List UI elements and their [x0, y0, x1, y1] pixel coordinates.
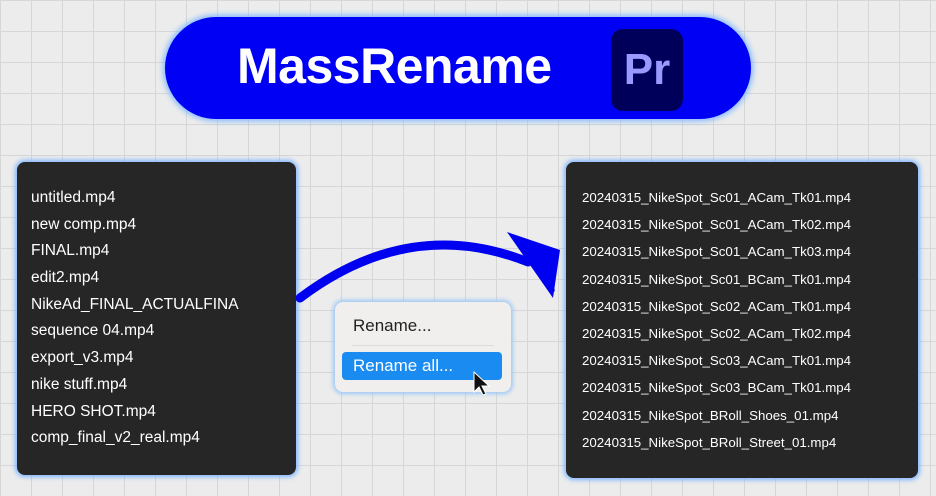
menu-item-rename[interactable]: Rename...: [353, 316, 432, 335]
list-item: 20240315_NikeSpot_Sc02_ACam_Tk01.mp4: [582, 298, 852, 314]
list-item: 20240315_NikeSpot_Sc01_ACam_Tk03.mp4: [582, 244, 852, 260]
list-item: HERO SHOT.mp4: [31, 402, 156, 420]
list-item: 20240315_NikeSpot_Sc01_ACam_Tk01.mp4: [582, 190, 852, 205]
list-item: 20240315_NikeSpot_Sc03_ACam_Tk01.mp4: [582, 353, 852, 369]
list-item: 20240315_NikeSpot_BRoll_Shoes_01.mp4: [582, 407, 839, 423]
list-item: comp_final_v2_real.mp4: [31, 429, 200, 447]
context-menu: Rename... Rename all...: [335, 302, 511, 392]
list-item: untitled.mp4: [31, 189, 116, 206]
list-item: NikeAd_FINAL_ACTUALFINA: [31, 295, 239, 313]
list-item: 20240315_NikeSpot_Sc01_BCam_Tk01.mp4: [582, 271, 852, 287]
list-item: nike stuff.mp4: [31, 375, 128, 393]
list-item: 20240315_NikeSpot_BRoll_Street_01.mp4: [582, 434, 837, 450]
list-item: sequence 04.mp4: [31, 322, 155, 340]
list-item: FINAL.mp4: [31, 242, 110, 260]
list-item: 20240315_NikeSpot_Sc02_ACam_Tk02.mp4: [582, 325, 852, 341]
menu-divider: [352, 345, 494, 346]
list-item: 20240315_NikeSpot_Sc03_BCam_Tk01.mp4: [582, 380, 852, 396]
menu-item-rename-all[interactable]: Rename all...: [342, 352, 502, 380]
renamed-files-panel: 20240315_NikeSpot_Sc01_ACam_Tk01.mp4 202…: [566, 162, 918, 478]
list-item: new comp.mp4: [31, 215, 137, 233]
title-banner: MassRename Pr: [165, 17, 751, 119]
list-item: export_v3.mp4: [31, 349, 134, 367]
list-item: edit2.mp4: [31, 269, 100, 287]
list-item: 20240315_NikeSpot_Sc01_ACam_Tk02.mp4: [582, 217, 852, 233]
original-files-panel: untitled.mp4 new comp.mp4 FINAL.mp4 edit…: [17, 162, 296, 475]
app-title: MassRename: [237, 38, 552, 94]
premiere-logo-icon: Pr: [611, 29, 683, 111]
